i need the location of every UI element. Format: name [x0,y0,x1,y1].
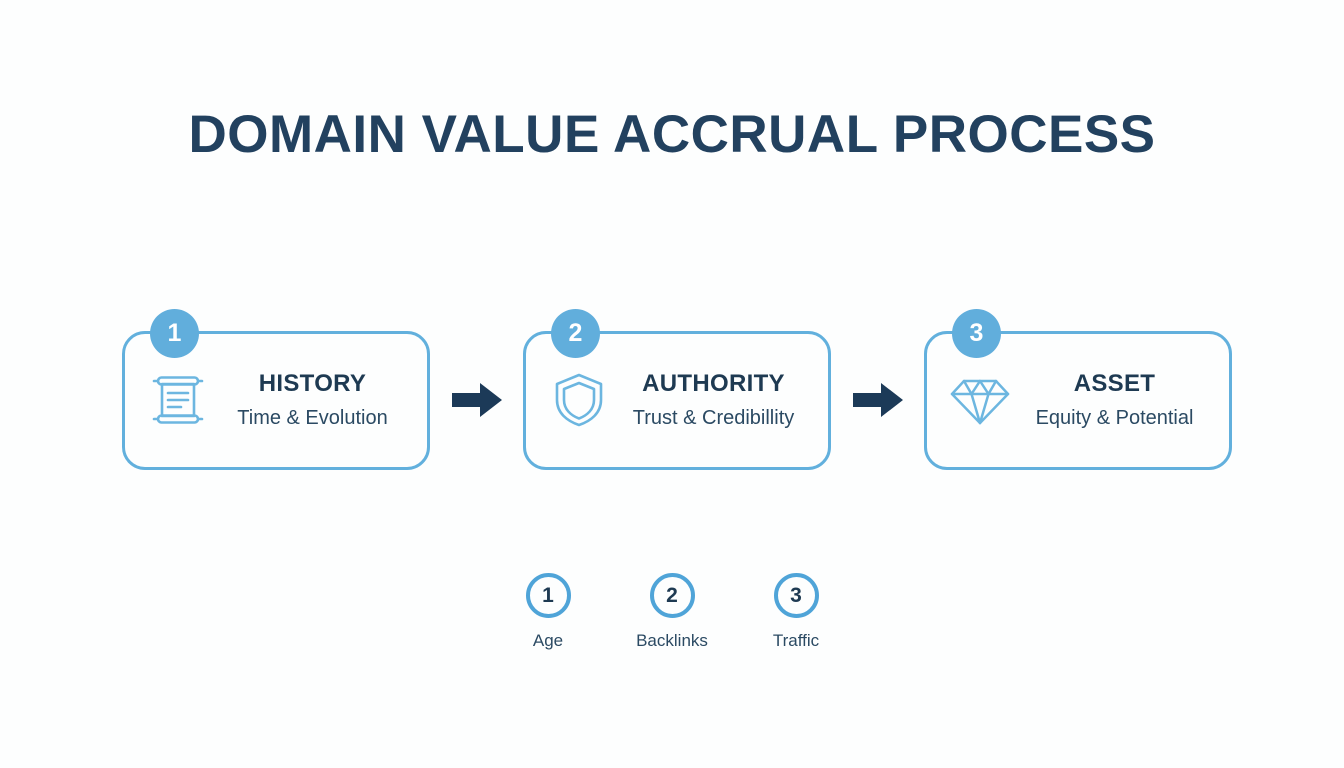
legend-item-traffic[interactable]: 3 Traffic [757,573,835,651]
step-badge-1: 1 [150,308,199,358]
legend-label-backlinks: Backlinks [636,631,708,650]
legend-number-2: 2 [649,573,695,618]
legend-number-1: 1 [525,573,571,618]
step-subtitle-history: Time & Evolution [237,406,388,429]
step-card-history[interactable]: 1 HISTORY Time & Evolution [122,308,430,470]
metrics-legend: 1 Age 2 Backlinks 3 Traffic [0,573,1344,651]
shield-icon [547,370,611,430]
step-title-history: HISTORY [258,370,367,398]
step-title-authority: AUTHORITY [642,370,785,398]
legend-item-backlinks[interactable]: 2 Backlinks [633,573,711,651]
step-text-authority: AUTHORITY Trust & Credibillity [611,370,828,430]
step-badge-2: 2 [551,308,600,358]
step-subtitle-authority: Trust & Credibillity [632,406,795,429]
diamond-icon [948,370,1012,430]
legend-label-traffic: Traffic [772,631,820,650]
legend-item-age[interactable]: 1 Age [509,573,587,651]
step-text-history: HISTORY Time & Evolution [210,370,427,430]
step-title-asset: ASSET [1073,370,1156,398]
legend-label-age: Age [532,631,564,650]
page-title: DOMAIN VALUE ACCRUAL PROCESS [188,105,1156,164]
arrow-right-icon [449,378,505,422]
step-card-authority[interactable]: 2 AUTHORITY Trust & Credibillity [523,308,831,470]
legend-number-3: 3 [773,573,819,618]
process-flow: 1 HISTORY Time & Evolution [122,308,1232,470]
arrow-right-icon [850,378,906,422]
step-card-asset[interactable]: 3 ASSET Equity & Potential [924,308,1232,470]
step-subtitle-asset: Equity & Potential [1035,406,1194,429]
step-text-asset: ASSET Equity & Potential [1012,370,1229,430]
scroll-icon [146,370,210,430]
step-badge-3: 3 [952,308,1001,358]
